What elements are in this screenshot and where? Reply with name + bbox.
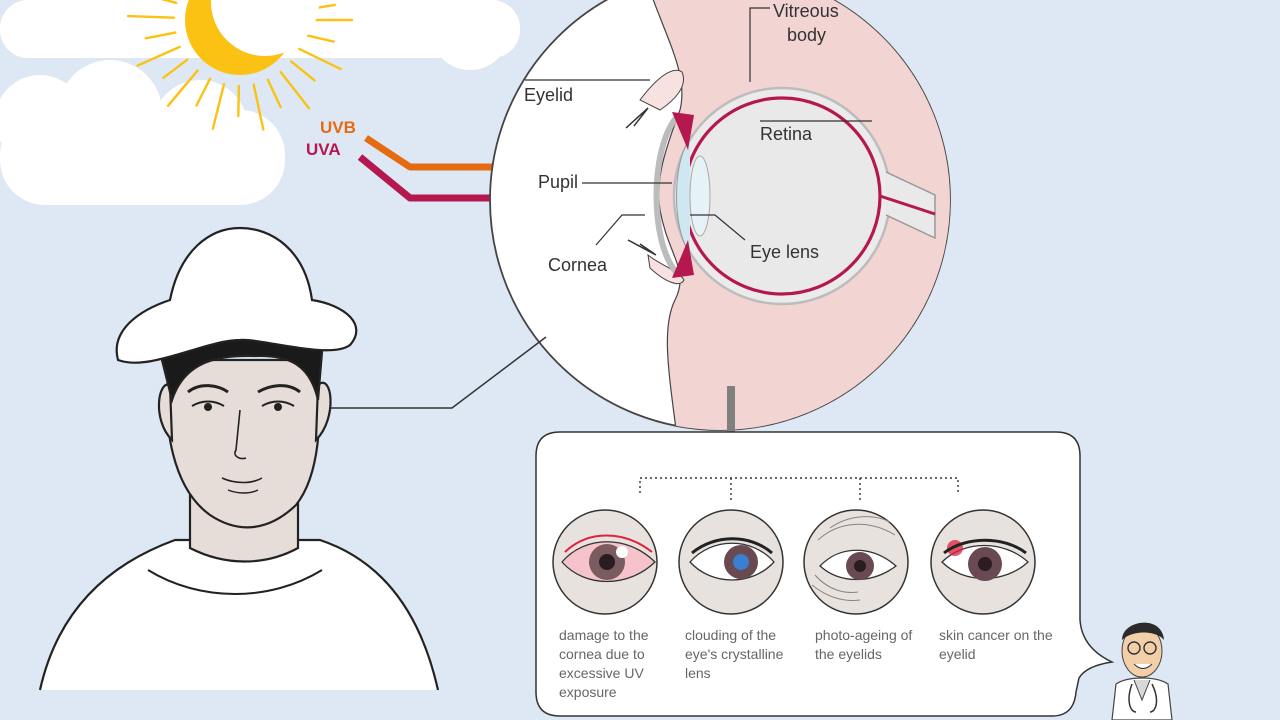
sun-ray: [252, 83, 265, 131]
uvb-label: UVB: [320, 118, 356, 137]
doctor-icon: [1111, 622, 1173, 720]
sun-ray: [160, 0, 178, 5]
damaged-cornea-eye-icon: [552, 509, 658, 615]
sun-ray: [195, 77, 212, 107]
uva-label: UVA: [306, 140, 341, 159]
pupil-label: Pupil: [538, 172, 579, 192]
sun-ray: [211, 82, 226, 130]
sun-ray: [144, 31, 177, 40]
sun-ray: [266, 78, 282, 109]
sun-ray: [290, 60, 316, 82]
cloud-left: [0, 60, 285, 205]
eye-cross-section: [489, 0, 951, 431]
sun-ray: [237, 84, 241, 118]
cornea-label: Cornea: [548, 255, 608, 275]
sun-ray: [162, 58, 189, 79]
effect-caption-cancer: skin cancer on the eyelid: [939, 627, 1053, 662]
sun-ray: [303, 33, 335, 43]
retina-label: Retina: [760, 124, 813, 144]
vitreous-body-label-line2: body: [787, 25, 827, 45]
aged-eyelid-eye-icon: [803, 509, 909, 615]
sun-icon: [126, 0, 354, 131]
sun-ray: [136, 45, 181, 67]
sun-ray: [166, 69, 199, 107]
cataract-eye-icon: [678, 509, 784, 615]
effect-caption-lens: clouding of the eye's crystalline lens: [685, 627, 784, 681]
vitreous-body-label-line1: Vitreous: [773, 1, 839, 21]
sun-ray: [126, 14, 176, 19]
eyelid-label: Eyelid: [524, 85, 574, 105]
dotted-bracket: [639, 477, 959, 500]
eyelid-cancer-eye-icon: [930, 509, 1036, 615]
zoom-connector-line: [300, 336, 547, 409]
sun-ray: [279, 70, 311, 110]
eye-lens-label: Eye lens: [750, 242, 820, 262]
effect-caption-cornea: damage to the cornea due to excessive UV…: [559, 627, 649, 700]
effect-caption-eyelids: photo-ageing of the eyelids: [815, 627, 913, 662]
sun-ray: [298, 47, 342, 71]
man-with-hat: [38, 226, 440, 691]
